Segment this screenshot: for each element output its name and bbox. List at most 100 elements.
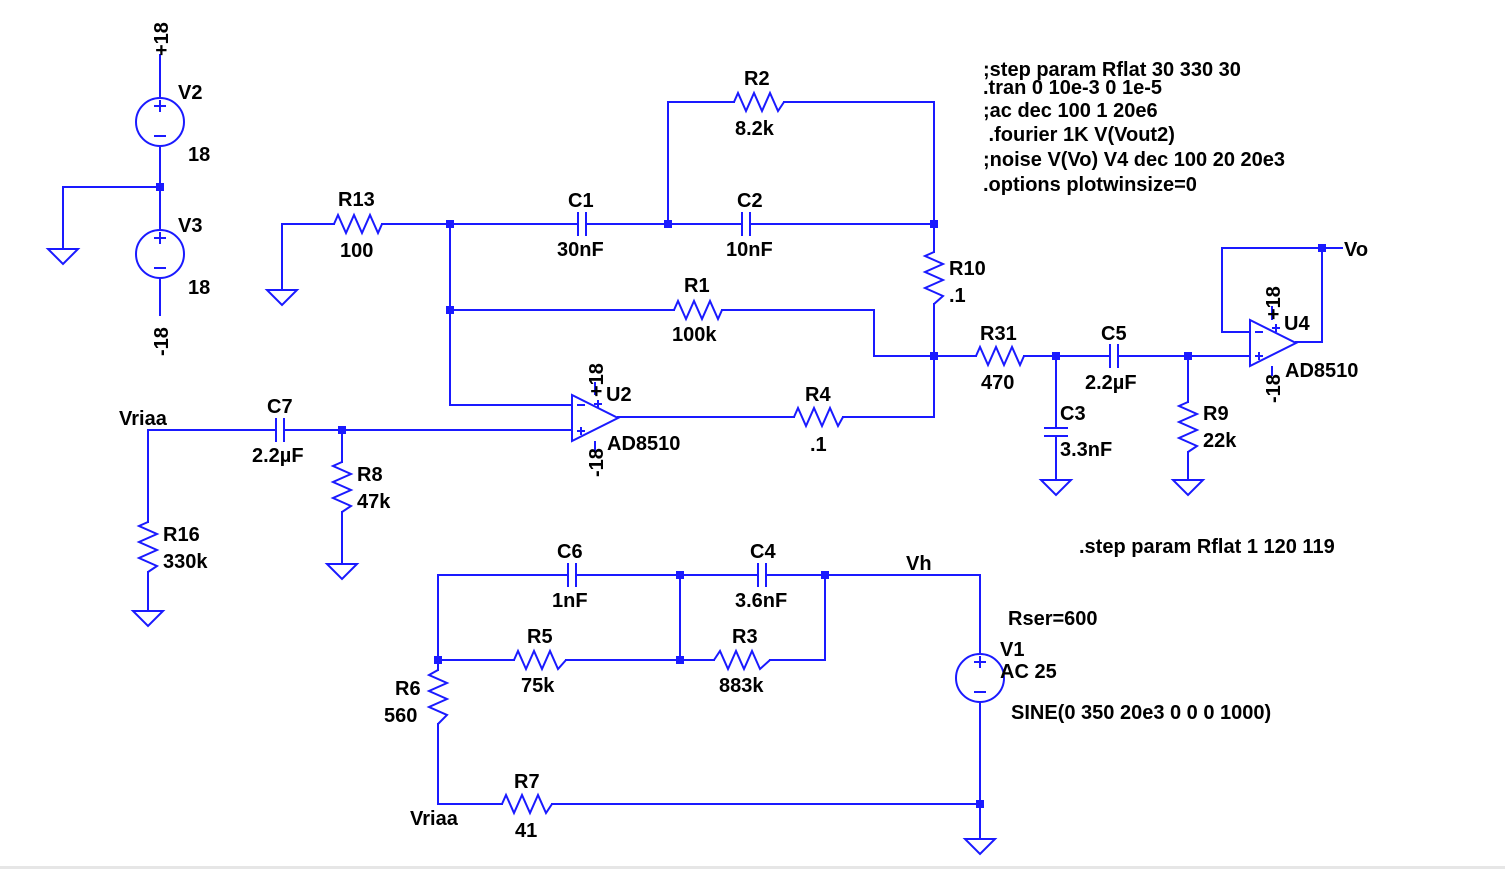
supply-section: +18 -18 V2 18 V3 18: [45, 22, 210, 356]
directive-line[interactable]: .fourier 1K V(Vout2): [983, 124, 1175, 146]
junction-node: [156, 183, 164, 191]
v2-rail-label: +18: [151, 22, 173, 56]
ground-icon: [324, 563, 360, 581]
input-network: Vriaa C7 2.2µF R8 47k R16 330k: [119, 396, 573, 628]
spice-directives[interactable]: ;step param Rflat 30 330 30 .tran 0 10e-…: [983, 59, 1335, 558]
voltage-source-v2-icon[interactable]: [135, 97, 185, 147]
u2-model: AD8510: [607, 433, 680, 455]
capacitor-c7-icon[interactable]: [274, 418, 286, 442]
output-stage-u4: R31 470 C5 2.2µF C3 3.3nF R9 22k Vo +18 …: [933, 239, 1368, 497]
junction-node: [676, 656, 684, 664]
c7-value: 2.2µF: [252, 445, 304, 467]
c6-value: 1nF: [552, 590, 588, 612]
directive-line[interactable]: ;noise V(Vo) V4 dec 100 20 20e3: [983, 149, 1285, 171]
r9-name: R9: [1203, 403, 1229, 425]
junction-node: [930, 220, 938, 228]
r5-name: R5: [527, 626, 553, 648]
r8-value: 47k: [357, 491, 391, 513]
r2-name: R2: [744, 68, 770, 90]
voltage-source-v3-icon[interactable]: [135, 229, 185, 279]
u4-name: U4: [1284, 313, 1310, 335]
c5-value: 2.2µF: [1085, 372, 1137, 394]
r2-value: 8.2k: [735, 118, 775, 140]
directive-line[interactable]: ;step param Rflat 30 330 30: [983, 59, 1241, 81]
c4-name: C4: [750, 541, 776, 563]
v1-ac: AC 25: [1000, 661, 1057, 683]
ground-icon: [962, 838, 998, 856]
r13-name: R13: [338, 189, 375, 211]
window-bottom-edge: [0, 866, 1505, 869]
resistor-r16-icon[interactable]: [136, 521, 160, 573]
u2-neg-rail: -18: [586, 448, 608, 477]
c1-value: 30nF: [557, 239, 604, 261]
resistor-r6-icon[interactable]: [426, 669, 450, 725]
junction-node: [446, 306, 454, 314]
resistor-r3-icon[interactable]: [713, 648, 771, 672]
v2-name: V2: [178, 82, 202, 104]
step-directive[interactable]: .step param Rflat 1 120 119: [1079, 536, 1335, 558]
r13-value: 100: [340, 240, 373, 262]
capacitor-c4-icon[interactable]: [756, 563, 768, 587]
junction-node: [976, 800, 984, 808]
riaa-network: C6 1nF C4 3.6nF R5 75k R3 883k R6 560 R7…: [384, 541, 1271, 856]
r6-name: R6: [395, 678, 421, 700]
resistor-r2-icon[interactable]: [733, 90, 785, 114]
opamp-u2-icon[interactable]: [571, 382, 621, 452]
u2-pos-rail: +18: [586, 363, 608, 397]
r5-value: 75k: [521, 675, 555, 697]
vriaa-input-label: Vriaa: [119, 408, 168, 430]
resistor-r1-icon[interactable]: [673, 298, 723, 322]
amplifier-stage-u2: R13 100 C1 30nF C2 10nF R2 8.2k R10 .1 R…: [264, 68, 986, 477]
c2-name: C2: [737, 190, 763, 212]
resistor-r5-icon[interactable]: [513, 648, 567, 672]
resistor-r8-icon[interactable]: [330, 461, 354, 513]
v3-rail-label: -18: [151, 327, 173, 356]
vo-net-label: Vo: [1344, 239, 1368, 261]
r7-name: R7: [514, 771, 540, 793]
r10-value: .1: [949, 285, 966, 307]
directive-line[interactable]: ;ac dec 100 1 20e6: [983, 100, 1158, 122]
directive-line[interactable]: .tran 0 10e-3 0 1e-5: [983, 77, 1162, 99]
junction-node: [676, 571, 684, 579]
capacitor-c3-icon[interactable]: [1044, 427, 1068, 437]
junction-node: [446, 220, 454, 228]
vriaa-output-label: Vriaa: [410, 808, 459, 830]
ground-icon: [130, 610, 166, 628]
ground-icon: [264, 289, 300, 307]
capacitor-c1-icon[interactable]: [576, 212, 588, 236]
c5-name: C5: [1101, 323, 1127, 345]
resistor-r9-icon[interactable]: [1176, 401, 1200, 453]
resistor-r7-icon[interactable]: [501, 792, 553, 816]
resistor-r13-icon[interactable]: [333, 212, 383, 236]
v1-name: V1: [1000, 639, 1024, 661]
capacitor-c5-icon[interactable]: [1108, 344, 1120, 368]
r9-value: 22k: [1203, 430, 1237, 452]
capacitor-c6-icon[interactable]: [566, 563, 578, 587]
voltage-source-v1-icon[interactable]: [955, 653, 1005, 703]
c2-value: 10nF: [726, 239, 773, 261]
junction-node: [1052, 352, 1060, 360]
r4-value: .1: [810, 434, 827, 456]
c6-name: C6: [557, 541, 583, 563]
resistor-r4-icon[interactable]: [793, 405, 844, 429]
junction-node: [434, 656, 442, 664]
junction-node: [821, 571, 829, 579]
capacitor-c2-icon[interactable]: [740, 212, 752, 236]
c3-value: 3.3nF: [1060, 439, 1112, 461]
r4-name: R4: [805, 384, 831, 406]
junction-node: [338, 426, 346, 434]
r31-value: 470: [981, 372, 1014, 394]
u4-model: AD8510: [1285, 360, 1358, 382]
r3-name: R3: [732, 626, 758, 648]
opamp-u4-icon[interactable]: [1249, 306, 1299, 376]
directive-line[interactable]: .options plotwinsize=0: [983, 174, 1197, 196]
resistor-r10-icon[interactable]: [922, 251, 946, 305]
resistor-r31-icon[interactable]: [975, 344, 1025, 368]
r6-value: 560: [384, 705, 417, 727]
u4-pos-rail: +18: [1263, 286, 1285, 320]
r8-name: R8: [357, 464, 383, 486]
u2-name: U2: [606, 384, 632, 406]
v2-value: 18: [188, 144, 210, 166]
junction-node: [1184, 352, 1192, 360]
